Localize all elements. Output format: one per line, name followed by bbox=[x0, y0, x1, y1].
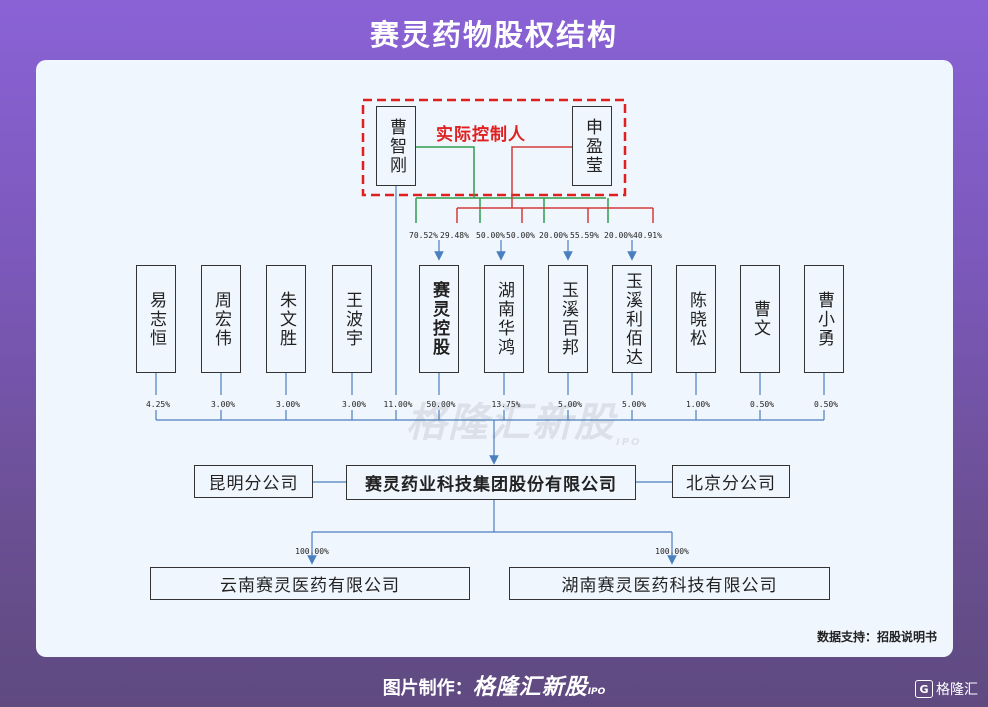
subsidiary-box: 云南赛灵医药有限公司 bbox=[150, 567, 470, 600]
controller-shen-box: 申盈莹 bbox=[572, 106, 612, 186]
footer-credit: 图片制作：格隆汇新股IPO bbox=[382, 675, 606, 700]
pct-cao-yuxi-baibang: 20.00% bbox=[539, 231, 568, 240]
pct-shen-sailing-holding: 29.48% bbox=[440, 231, 469, 240]
shareholder-box: 王波宇 bbox=[332, 265, 372, 373]
shareholder-pct: 50.00% bbox=[426, 400, 456, 409]
controller-label: 实际控制人 bbox=[436, 125, 526, 145]
diagram-card: 曹智刚 申盈莹 实际控制人 70.52% 29.48% 50.00% 50.00… bbox=[36, 60, 953, 657]
shareholder-pct: 3.00% bbox=[210, 400, 236, 409]
shareholder-pct: 0.50% bbox=[813, 400, 839, 409]
shareholder-pct: 0.50% bbox=[749, 400, 775, 409]
shen-control-lines bbox=[456, 146, 654, 223]
shareholder-box: 曹小勇 bbox=[804, 265, 844, 373]
shareholder-pct: 13.75% bbox=[491, 400, 521, 409]
pct-cao-yuxi-libaida: 20.00% bbox=[604, 231, 633, 240]
shareholder-box: 陈晓松 bbox=[676, 265, 716, 373]
logo-icon: G bbox=[915, 680, 933, 698]
shareholder-box: 周宏伟 bbox=[201, 265, 241, 373]
subsidiary-box: 湖南赛灵医药科技有限公司 bbox=[509, 567, 830, 600]
shareholder-box: 玉溪百邦 bbox=[548, 265, 588, 373]
shareholder-box: 曹文 bbox=[740, 265, 780, 373]
holding-connectors bbox=[395, 185, 637, 395]
shareholder-bus bbox=[155, 373, 825, 565]
shareholder-box: 玉溪利佰达 bbox=[612, 265, 652, 373]
branch-beijing-box: 北京分公司 bbox=[672, 465, 790, 498]
shareholder-pct: 5.00% bbox=[557, 400, 583, 409]
subsidiary-pct: 100.00% bbox=[655, 547, 689, 556]
connector-lines bbox=[155, 98, 825, 565]
subsidiary-pct: 100.00% bbox=[295, 547, 329, 556]
shareholder-box: 朱文胜 bbox=[266, 265, 306, 373]
company-box: 赛灵药业科技集团股份有限公司 bbox=[346, 465, 636, 500]
pct-cao-hunan-huahong: 50.00% bbox=[476, 231, 505, 240]
branch-kunming-box: 昆明分公司 bbox=[194, 465, 313, 498]
shareholder-pct: 3.00% bbox=[275, 400, 301, 409]
source-note: 数据支持：招股说明书 bbox=[816, 630, 937, 644]
pct-shen-yuxi-baibang: 55.59% bbox=[570, 231, 599, 240]
cao-control-lines bbox=[415, 146, 609, 223]
shareholder-pct: 11.00% bbox=[383, 400, 413, 409]
shareholder-box: 易志恒 bbox=[136, 265, 176, 373]
page-title: 赛灵药物股权结构 bbox=[369, 18, 618, 52]
shareholder-pct: 3.00% bbox=[341, 400, 367, 409]
footer-brand: 格隆汇新股 bbox=[472, 675, 588, 700]
shareholder-box: 赛灵控股 bbox=[419, 265, 459, 373]
controller-cao-box: 曹智刚 bbox=[376, 106, 416, 186]
shareholder-pct: 4.25% bbox=[145, 400, 171, 409]
shareholder-pct: 1.00% bbox=[685, 400, 711, 409]
shareholder-pct: 5.00% bbox=[621, 400, 647, 409]
controller-frame bbox=[361, 98, 627, 197]
shareholder-box: 湖南华鸿 bbox=[484, 265, 524, 373]
pct-shen-yuxi-libaida: 40.91% bbox=[633, 231, 662, 240]
pct-cao-sailing-holding: 70.52% bbox=[409, 231, 438, 240]
pct-shen-hunan-huahong: 50.00% bbox=[506, 231, 535, 240]
